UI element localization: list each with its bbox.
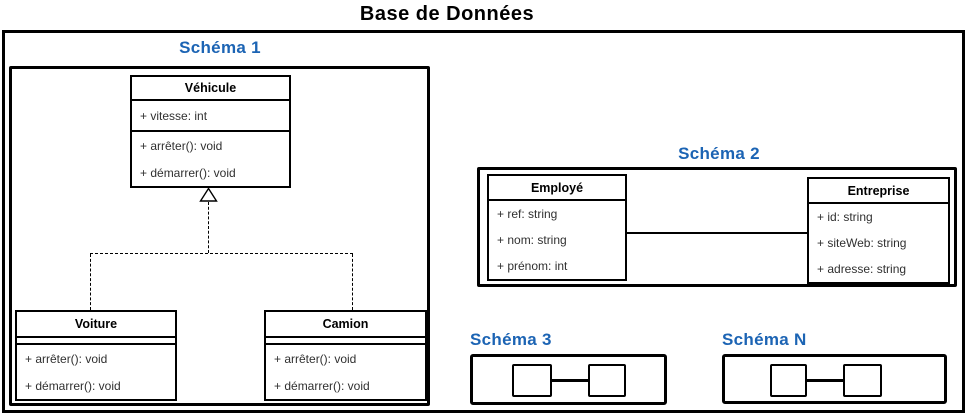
class-vehicule-methods: + arrêter(): void + démarrer(): void	[132, 132, 289, 186]
schema1-label: Schéma 1	[179, 38, 261, 57]
inheritance-arrow-icon	[199, 187, 218, 202]
class-member: + vitesse: int	[140, 108, 208, 123]
class-voiture-methods: + arrêter(): void + démarrer(): void	[17, 345, 175, 399]
schema3-entity-link	[551, 379, 589, 382]
class-member: + prénom: int	[497, 259, 568, 273]
class-member: + démarrer(): void	[25, 378, 121, 393]
class-member: + nom: string	[497, 233, 567, 247]
schemaN-entity-1	[770, 364, 807, 397]
class-entreprise-attributes: + id: string + siteWeb: string + adresse…	[809, 204, 948, 282]
class-camion: Camion + arrêter(): void + démarrer(): v…	[264, 310, 427, 401]
inheritance-line-horizontal	[90, 253, 353, 254]
database-outer-frame	[2, 30, 965, 413]
class-member: + id: string	[817, 210, 873, 224]
class-voiture-name: Voiture	[17, 312, 175, 338]
class-member: + démarrer(): void	[274, 378, 370, 393]
class-member: + siteWeb: string	[817, 236, 907, 250]
schema3-entity-2	[588, 364, 626, 397]
association-line	[627, 232, 807, 234]
class-member: + arrêter(): void	[140, 138, 223, 153]
class-vehicule-name: Véhicule	[132, 77, 289, 101]
class-vehicule-attributes: + vitesse: int	[132, 101, 289, 132]
class-voiture-attributes-empty	[17, 338, 175, 345]
schema3-entity-1	[512, 364, 552, 397]
class-member: + adresse: string	[817, 262, 907, 276]
inheritance-line-to-voiture	[90, 254, 91, 310]
inheritance-line-to-camion	[352, 254, 353, 310]
class-camion-attributes-empty	[266, 338, 425, 345]
class-voiture: Voiture + arrêter(): void + démarrer(): …	[15, 310, 177, 401]
inheritance-line-vertical-top	[208, 202, 209, 253]
class-member: + arrêter(): void	[25, 351, 108, 366]
page-title: Base de Données	[359, 3, 535, 25]
class-employe: Employé + ref: string + nom: string + pr…	[487, 174, 627, 281]
class-employe-attributes: + ref: string + nom: string + prénom: in…	[489, 201, 625, 279]
class-member: + ref: string	[497, 207, 558, 221]
class-vehicule: Véhicule + vitesse: int + arrêter(): voi…	[130, 75, 291, 188]
class-member: + démarrer(): void	[140, 165, 236, 180]
class-entreprise: Entreprise + id: string + siteWeb: strin…	[807, 177, 950, 284]
schema2-label: Schéma 2	[678, 144, 760, 163]
schema3-label: Schéma 3	[470, 330, 552, 349]
schema3-box	[470, 354, 667, 405]
class-camion-methods: + arrêter(): void + démarrer(): void	[266, 345, 425, 399]
class-employe-name: Employé	[489, 176, 625, 201]
class-camion-name: Camion	[266, 312, 425, 338]
schemaN-entity-link	[806, 379, 844, 382]
schemaN-entity-2	[843, 364, 882, 397]
class-entreprise-name: Entreprise	[809, 179, 948, 204]
schemaN-label: Schéma N	[722, 330, 807, 349]
class-member: + arrêter(): void	[274, 351, 357, 366]
